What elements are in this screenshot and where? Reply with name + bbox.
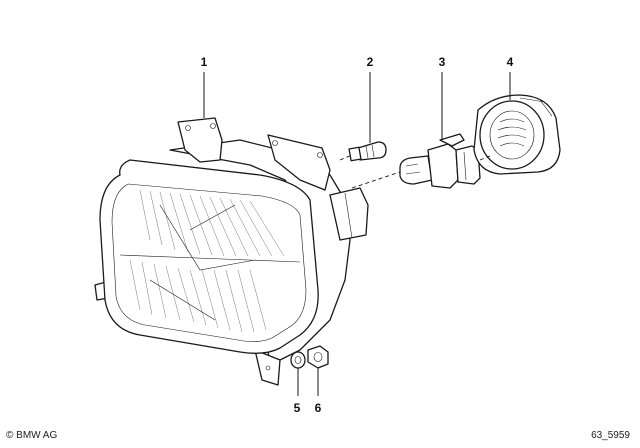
assembly-line-socket-4 <box>479 155 491 161</box>
nut <box>307 345 329 369</box>
callout-6: 6 <box>315 401 322 415</box>
callout-3: 3 <box>439 55 446 69</box>
copyright-notice: © BMW AG <box>6 430 58 441</box>
drawing-number: 63_5959 <box>591 430 630 441</box>
washer <box>290 351 306 369</box>
callout-4: 4 <box>507 55 514 69</box>
headlight-assembly <box>94 117 369 386</box>
assembly-line-bulb-3 <box>351 171 401 189</box>
parking-bulb <box>348 141 387 162</box>
callout-5: 5 <box>294 401 301 415</box>
callout-1: 1 <box>201 55 208 69</box>
callout-2: 2 <box>367 55 374 69</box>
halogen-bulb <box>399 133 481 189</box>
bulb-socket-cap <box>473 94 561 175</box>
assembly-line-bulb-2 <box>339 154 353 161</box>
